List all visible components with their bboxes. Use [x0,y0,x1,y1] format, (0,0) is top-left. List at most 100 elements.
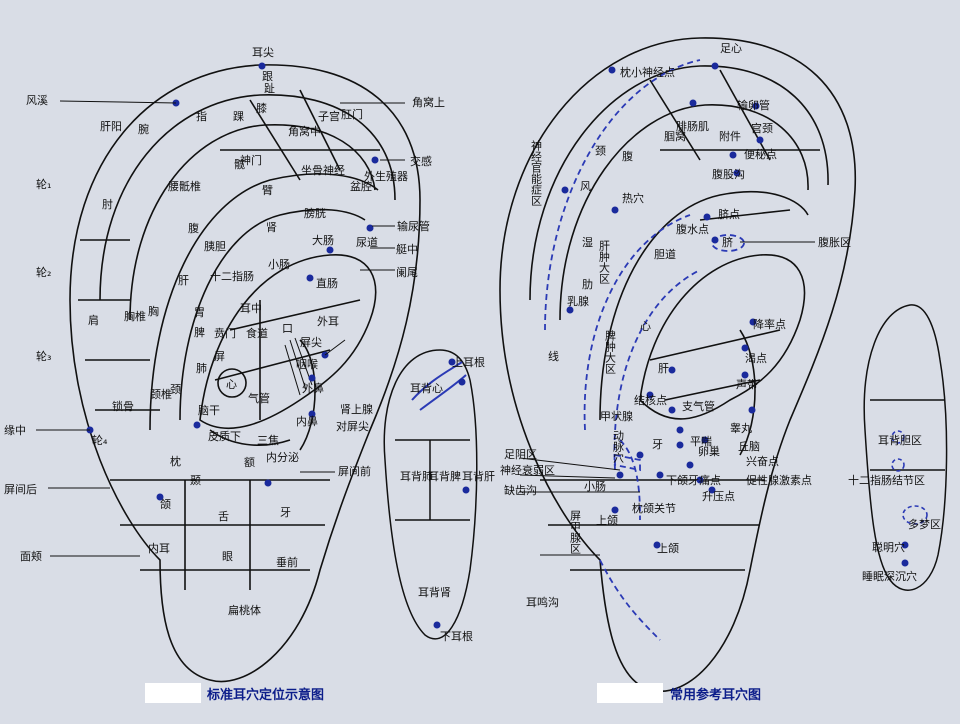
label-standard-lun1: 轮₁ [36,177,51,191]
label-standard-yidan: 胰胆 [204,239,226,253]
label-standard-gangmen: 肛门 [341,107,363,121]
label-standard-neifenmi: 内分泌 [266,450,299,464]
label-back-shangerbeng: 上耳根 [452,355,485,369]
label-standard-ganyang: 肝阳 [100,120,122,133]
label-common-shuluanguan: 输卵管 [737,98,770,112]
label-standard-tingzhong: 艇中 [396,242,418,256]
label-common-fuzhangqu: 腹胀区 [818,235,851,249]
label-standard-jing: 颈 [170,383,181,396]
caption-right-mask [597,683,663,703]
label-standard-shen: 肾 [266,221,277,234]
label-standard-chuiqian: 垂前 [276,555,298,569]
label-standard-bi: 臂 [262,184,273,197]
label-common-yazhi: 牙 [652,438,663,451]
label-standard-e2: 额 [244,456,255,469]
label-common-xinzang: 心 [640,320,651,333]
label-common-shange2: 上颌 [657,541,679,555]
label-standard-yanhou: 咽喉 [296,358,318,371]
label-standard-yan: 眼 [222,550,233,563]
label-common-ganzhongda: 肝肿大区 [598,240,611,284]
label-standard-niaodao: 尿道 [356,235,378,249]
label-common-jiazhuangxian: 甲状腺 [600,409,633,423]
right-back-ear-points [901,541,909,567]
label-standard-zhi2: 趾 [264,81,275,95]
label-common-dandao: 胆道 [654,247,676,261]
common-ear-diagram [499,37,857,693]
label-standard-naogan: 脑干 [198,404,220,417]
label-common-zhenxiaoshenjing: 枕小神经点 [620,65,675,79]
label-common-qiunao: 丘脑 [738,440,760,453]
standard-ear-leaders [36,100,405,557]
label-standard-pangguang: 膀胱 [304,206,326,220]
label-common-shenjingshuairuoqu: 神经衰弱区 [500,463,555,477]
label-common-zuxin: 足心 [720,42,742,55]
label-common-gongjing: 宫颈 [751,121,773,135]
label-standard-top: 耳尖 [252,46,274,59]
label-standard-sanjiao: 三焦 [257,434,279,447]
back-ear-diagram [383,349,478,640]
label-common-fujian: 附件 [719,129,741,143]
label-standard-mianjia: 面颊 [20,550,42,563]
label-standard-jiaogan: 交感 [410,154,432,168]
label-common-shange: 上颌 [596,513,618,527]
label-standard-lun3: 轮₃ [36,349,51,363]
back-ear-points [433,358,470,629]
label-standard-zhou: 肘 [102,197,113,211]
label-common-shengyadian: 升压点 [702,490,735,503]
label-common-jietedian: 结核点 [634,393,667,407]
label-common-shierzhichangjiedian: 十二指肠结节区 [848,473,925,487]
label-common-fushuidian: 腹水点 [676,222,709,236]
label-standard-jian: 肩 [88,313,99,327]
label-common-xiaoe: 下颌 [666,473,688,487]
label-common-rufang: 乳腺 [567,294,589,308]
diagram-labels: 耳尖风溪肝阳指腕轮₁肘轮₂肩轮₃缘中轮₄屏间后面颊内耳眼垂前颌舌牙扁桃体角窝上交… [4,42,941,643]
label-standard-gen: 跟 [262,70,273,83]
label-standard-wan: 腕 [138,122,149,136]
label-standard-penqiang: 盆腔 [350,179,372,193]
label-standard-she: 舌 [218,510,229,523]
label-common-fuguquan: 腹股沟 [712,167,745,181]
label-standard-lun2: 轮₂ [36,265,51,279]
label-back-erbeigan: 耳背肝 [462,469,495,483]
label-common-tingming: 聪明穴 [872,540,905,554]
label-standard-shenshangxian: 肾上腺 [340,402,373,416]
label-standard-shierzhichang: 十二指肠 [210,269,254,283]
label-common-shenjingzhudian: 神经官能症区 [530,139,543,206]
label-common-gan2: 肝 [658,362,669,375]
label-standard-xiaochang: 小肠 [268,258,290,271]
standard-ear-diagram [69,64,421,683]
label-common-jiangyadian: 降率点 [753,317,786,331]
label-standard-pingjianhou: 屏间后 [4,483,37,496]
label-common-kedian: 渴点 [745,352,767,365]
label-common-shuimianshenchenxue: 睡眠深沉穴 [862,569,917,583]
label-standard-jingzhui: 颈椎 [150,387,172,401]
label-common-xian: 线 [548,349,559,363]
label-standard-zhichang: 直肠 [316,276,338,290]
label-common-zuyinquan: 足阴区 [504,448,537,461]
label-standard-zhi: 指 [196,109,207,123]
label-common-cuxingxianjisu: 促性腺激素点 [746,473,812,487]
right-back-ear-zones [891,430,928,525]
label-common-shi: 湿 [582,236,593,249]
label-common-ermingou: 耳鸣沟 [526,595,559,609]
standard-diagram-caption: 标准耳穴定位示意图 [207,688,325,703]
label-common-pingxianqu: 屏甲腺区 [569,510,582,554]
caption-left-mask [145,683,201,703]
label-standard-xin: 心 [226,378,237,391]
common-ear-points [561,62,764,549]
label-standard-nie: 颞 [190,474,201,487]
label-standard-jiaowoshang: 角窝上 [412,95,445,109]
label-standard-pizhixia: 皮质下 [208,430,241,443]
label-standard-xi: 膝 [256,102,267,115]
label-standard-gan: 肝 [178,274,189,287]
label-standard-ya: 牙 [280,506,291,519]
label-standard-fu: 腹 [188,221,199,235]
label-common-qidian: 脐点 [718,207,740,221]
label-standard-lun4: 轮₄ [92,433,108,447]
label-common-yaduandian: 牙痛点 [688,473,721,487]
label-common-lei: 肋 [582,277,593,291]
label-standard-xiongzhui: 胸椎 [124,309,146,323]
label-common-bianmidian: 便秘点 [744,147,777,161]
label-common-yizhongda: 脾肿大区 [604,329,617,374]
